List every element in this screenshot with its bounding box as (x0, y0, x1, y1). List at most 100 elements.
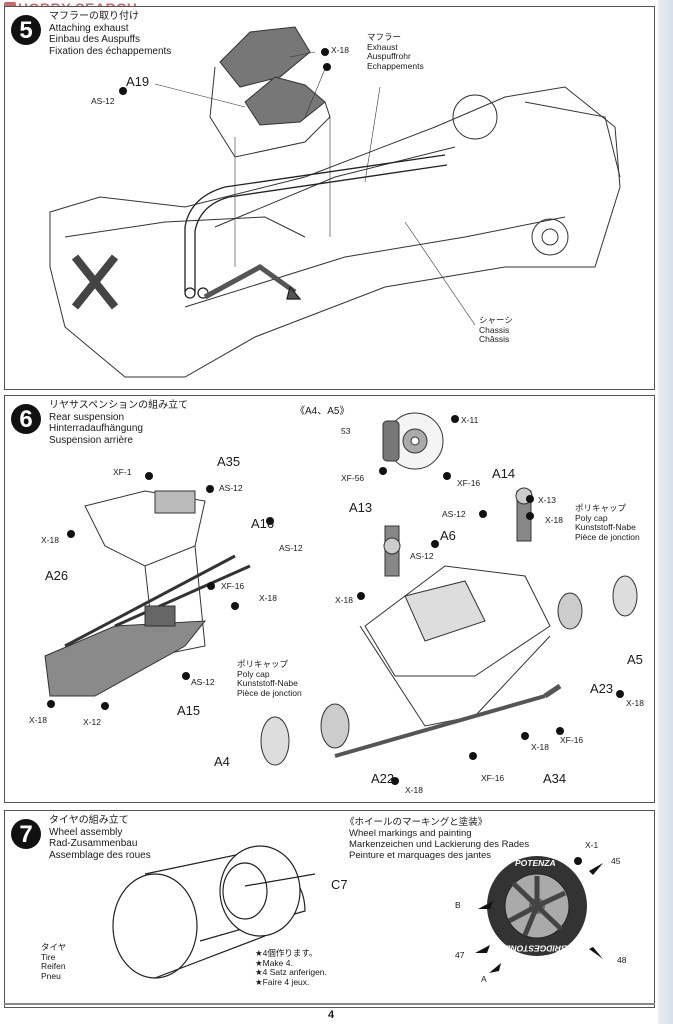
polycap-callout-right: ポリキャップ Poly cap Kunststoff-Nabe Pièce de… (575, 503, 640, 542)
muffler-de: Auspuffrohr (367, 51, 411, 61)
subassembly-label: 《A4、A5》 (295, 406, 350, 417)
part-a19-drawing (209, 26, 331, 158)
screw-label-as12: AS-12 (442, 509, 466, 519)
paint-and-decal-markers (475, 857, 603, 973)
make-note-en: ★Make 4. (255, 957, 293, 968)
polycap-de: Kunststoff-Nabe (237, 678, 298, 688)
chassis-ja: シャーシ (479, 315, 513, 325)
make-note-ja: ★4個作ります。 (255, 948, 318, 958)
part-label-a34: A34 (543, 771, 567, 786)
title-ja: タイヤの組み立て (49, 815, 129, 826)
decal-47: 47 (455, 950, 465, 960)
screw-label-as12: AS-12 (91, 96, 115, 106)
screw-label-x18: X-18 (29, 715, 47, 725)
title-en: Rear suspension (49, 411, 125, 423)
markings-title-fr: Peinture et marquages des jantes (349, 850, 492, 861)
part-label-a35: A35 (217, 454, 241, 469)
part-label-a16: A16 (251, 516, 275, 531)
tire-de: Reifen (41, 961, 66, 971)
title-fr: Suspension arrière (49, 434, 133, 446)
screw-label-x13: X-13 (538, 495, 556, 505)
step-title: リヤサスペンションの組み立て Rear suspension Hinterrad… (49, 400, 188, 446)
marked-wheel-drawing (487, 856, 587, 956)
screw-label-as12: AS-12 (191, 677, 215, 687)
muffler-fr: Echappements (367, 60, 424, 71)
screw-label-x18: X-18 (626, 698, 644, 708)
markings-title-ja: 《ホイールのマーキングと塗装》 (345, 817, 488, 828)
polycap-callout-left: ポリキャップ Poly cap Kunststoff-Nabe Pièce de… (237, 659, 302, 698)
step-6-panel: 6 リヤサスペンションの組み立て Rear suspension Hinterr… (4, 395, 655, 803)
screw-label-x18: X-18 (259, 593, 277, 603)
decal-48: 48 (617, 955, 627, 965)
part-label-a22: A22 (371, 771, 395, 786)
part-label-a4: A4 (214, 754, 230, 769)
title-fr: Fixation des échappements (49, 45, 172, 57)
step-5-panel: 5 マフラーの取り付け Attaching exhaust Einbau des… (4, 6, 655, 390)
screw-label-as12: AS-12 (279, 543, 303, 553)
step-7-panel: 7 タイヤの組み立て Wheel assembly Rad-Zusammenba… (4, 810, 655, 1008)
screw-label-as12: AS-12 (410, 551, 434, 561)
tire-en: Tire (41, 951, 56, 962)
screw-label-xf1: XF-1 (113, 467, 132, 477)
polycap-en: Poly cap (237, 668, 270, 679)
muffler-en: Exhaust (367, 41, 398, 52)
title-ja: リヤサスペンションの組み立て (49, 400, 189, 411)
exhaust-chassis-illustration (49, 26, 621, 378)
brake-disc (382, 412, 444, 470)
decal-53: 53 (341, 426, 351, 436)
leader-lines (154, 51, 476, 326)
muffler-ja: マフラー (367, 32, 402, 42)
polycap-fr: Pièce de jonction (575, 531, 640, 542)
screw-label-xf16: XF-16 (560, 735, 584, 745)
step-number-badge: 7 (11, 819, 41, 849)
screw-label-x11: X-11 (461, 415, 479, 425)
make-note-fr: ★Faire 4 jeux. (255, 976, 310, 987)
part-label-a6: A6 (440, 528, 456, 543)
make-note-de: ★4 Satz anferigen. (255, 967, 327, 977)
part-label-c7: C7 (331, 877, 348, 892)
step-title: タイヤの組み立て Wheel assembly Rad-Zusammenbau … (49, 815, 151, 861)
screw-icons (47, 415, 624, 785)
polycap-ja: ポリキャップ (575, 503, 627, 513)
polycap-ja: ポリキャップ (237, 659, 289, 669)
tire-callout: タイヤ Tire Reifen Pneu (41, 942, 67, 981)
markings-title-de: Markenzeichen und Lackierung des Rades (349, 839, 530, 850)
screw-icons (119, 48, 331, 95)
left-subassembly (44, 490, 251, 697)
decal-a: A (481, 974, 487, 984)
step-number-badge: 6 (11, 404, 41, 434)
screw-label-xf56: XF-56 (341, 473, 365, 483)
screw-label-as12: AS-12 (219, 483, 243, 493)
part-label-a5: A5 (627, 652, 643, 667)
screw-label-x18: X-18 (335, 595, 353, 605)
make-quantity-note: ★4個作ります。 ★Make 4. ★4 Satz anferigen. ★Fa… (255, 948, 327, 987)
step-number-badge: 5 (11, 15, 41, 45)
polycap-en: Poly cap (575, 512, 608, 523)
part-label-a14: A14 (492, 466, 516, 481)
title-de: Einbau des Auspuffs (49, 34, 140, 45)
paint-label-x1: X-1 (585, 840, 599, 850)
screw-label-x12: X-12 (83, 717, 101, 727)
chassis-fr: Châssis (479, 334, 510, 344)
screw-label-xf16: XF-16 (221, 581, 245, 591)
screw-label-x18: X-18 (331, 45, 349, 55)
tire-fr: Pneu (41, 970, 61, 981)
callout-chassis: シャーシ Chassis Châssis (479, 315, 513, 345)
screw-label-xf16: XF-16 (481, 773, 505, 783)
chassis-en: Chassis (479, 324, 510, 335)
title-de: Rad-Zusammenbau (49, 838, 138, 849)
right-subassembly (260, 487, 638, 766)
decal-b: B (455, 900, 461, 910)
step-title: マフラーの取り付け Attaching exhaust Einbau des A… (49, 11, 171, 57)
polycap-de: Kunststoff-Nabe (575, 522, 636, 532)
footer-divider (4, 1003, 655, 1005)
screw-label-xf16-disc: XF-16 (457, 478, 481, 488)
polycap-fr: Pièce de jonction (237, 687, 302, 698)
exhaust-pipe (184, 154, 448, 300)
part-label-a23: A23 (590, 681, 614, 696)
tire-and-wheel-drawing (112, 845, 316, 979)
screw-label-x18: X-18 (41, 535, 59, 545)
title-en: Attaching exhaust (49, 22, 129, 34)
tire-ja: タイヤ (41, 942, 67, 952)
part-label-a15: A15 (177, 703, 201, 718)
